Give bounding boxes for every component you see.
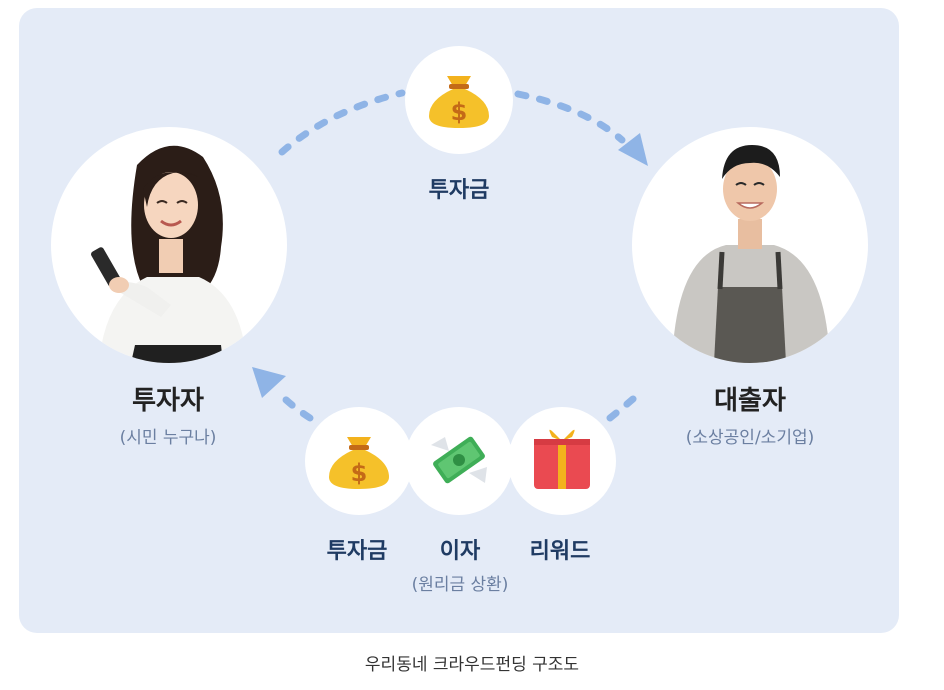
- bottom-flow-interest: [405, 407, 513, 515]
- bottom-flow-label-interest: 이자: [439, 539, 481, 564]
- bottom-flow-label-reward: 리워드: [529, 539, 591, 564]
- arrow-head-right: [618, 133, 648, 166]
- bottom-flow-money-bag: $: [305, 407, 413, 515]
- gift-icon: [534, 429, 590, 489]
- bottom-flow-label-principal: 투자금: [326, 539, 388, 564]
- bottom-flow-reward: [508, 407, 616, 515]
- borrower-name: 대출자: [714, 386, 786, 416]
- top-flow-label: 투자금: [428, 178, 490, 203]
- money-bag-icon: $: [429, 76, 489, 128]
- investor-subtitle: (시민 누구나): [119, 428, 217, 448]
- arrow-top-right-arc: [514, 90, 626, 144]
- arrow-top-left-arc: [278, 89, 406, 156]
- arrow-bottom-left-arc: [274, 388, 314, 422]
- investor-avatar: [51, 127, 287, 363]
- diagram-caption: 우리동네 크라우드펀딩 구조도: [364, 655, 580, 675]
- bottom-flow-subtitle: (원리금 상환): [411, 575, 509, 595]
- money-bag-icon: $: [329, 437, 389, 489]
- borrower-subtitle: (소상공인/소기업): [685, 428, 815, 448]
- arrow-bottom-right-arc: [606, 389, 644, 422]
- svg-text:$: $: [351, 459, 368, 487]
- flying-money-icon: [431, 436, 487, 484]
- arrow-head-left: [252, 367, 286, 398]
- investor-name: 투자자: [132, 386, 204, 416]
- top-flow-money-bag: $: [405, 46, 513, 154]
- svg-text:$: $: [451, 98, 468, 126]
- borrower-avatar: [632, 127, 868, 363]
